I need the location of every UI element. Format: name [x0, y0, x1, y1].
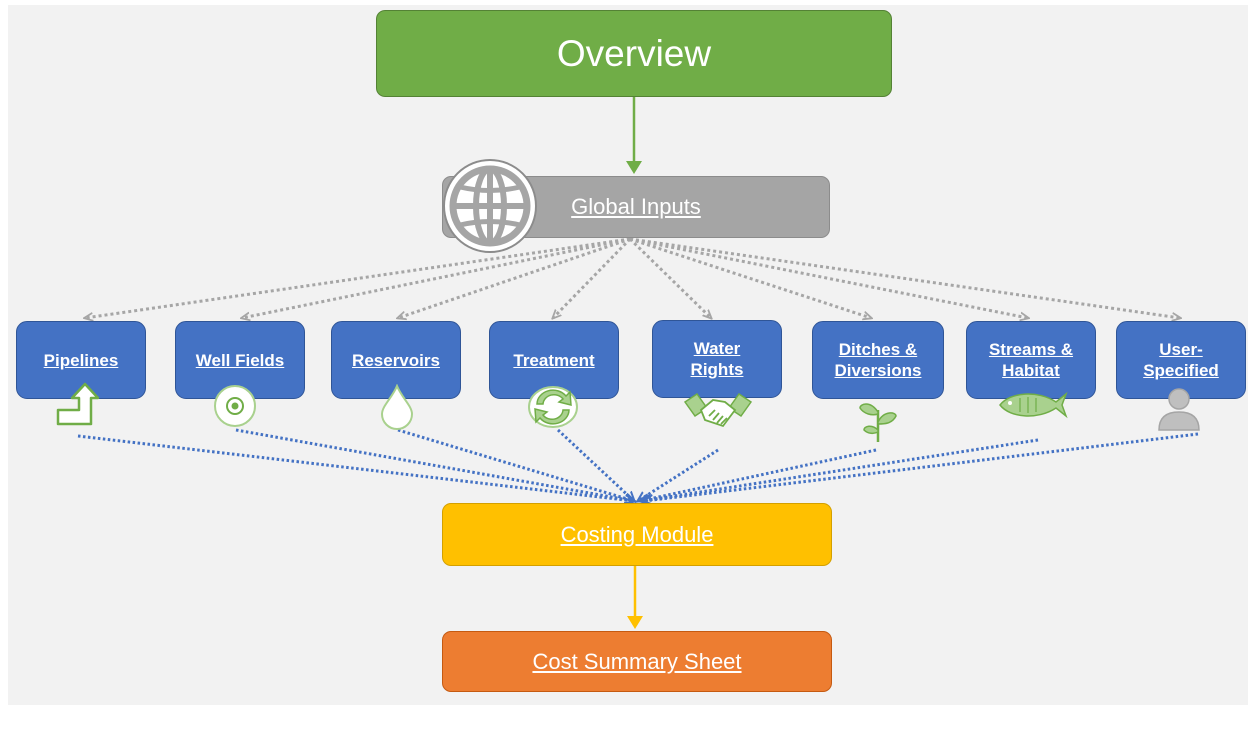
fish-icon: [999, 391, 1068, 419]
overview-label: Overview: [556, 32, 712, 74]
module-label: Reservoirs: [352, 350, 440, 370]
cost-summary-label: Cost Summary Sheet: [532, 648, 742, 674]
module-label: Pipelines: [43, 350, 119, 370]
recycle-arrows-icon: [528, 386, 578, 428]
module-label-line2: Diversions: [834, 361, 922, 380]
plant-sprout-icon: [859, 403, 897, 442]
costing-module-label: Costing Module: [560, 521, 714, 547]
water-drop-icon: [380, 384, 414, 430]
overview-box[interactable]: Overview: [376, 10, 892, 97]
module-label-line2: Specified: [1143, 361, 1219, 380]
globe-icon: [443, 159, 537, 253]
module-user-specified[interactable]: User- Specified: [1116, 321, 1246, 399]
user-icon: [1158, 388, 1200, 431]
module-label: User-: [1159, 340, 1203, 359]
module-label: Streams &: [988, 340, 1074, 359]
module-label-line2: Habitat: [1002, 361, 1060, 380]
module-label: Ditches &: [838, 340, 918, 359]
module-label-line2: Rights: [690, 360, 744, 379]
costing-module-link[interactable]: Costing Module: [442, 503, 832, 566]
handshake-icon: [683, 392, 753, 428]
module-ditches-diversions[interactable]: Ditches & Diversions: [812, 321, 944, 399]
module-treatment[interactable]: Treatment: [489, 321, 619, 399]
module-label: Well Fields: [195, 350, 285, 370]
module-streams-habitat[interactable]: Streams & Habitat: [966, 321, 1096, 399]
well-disc-icon: [214, 385, 256, 427]
global-inputs-label: Global Inputs: [571, 194, 701, 219]
module-label: Treatment: [513, 350, 595, 370]
pipe-arrow-icon: [56, 382, 100, 426]
module-reservoirs[interactable]: Reservoirs: [331, 321, 461, 399]
module-label: Water: [693, 339, 741, 358]
cost-summary-link[interactable]: Cost Summary Sheet: [442, 631, 832, 692]
